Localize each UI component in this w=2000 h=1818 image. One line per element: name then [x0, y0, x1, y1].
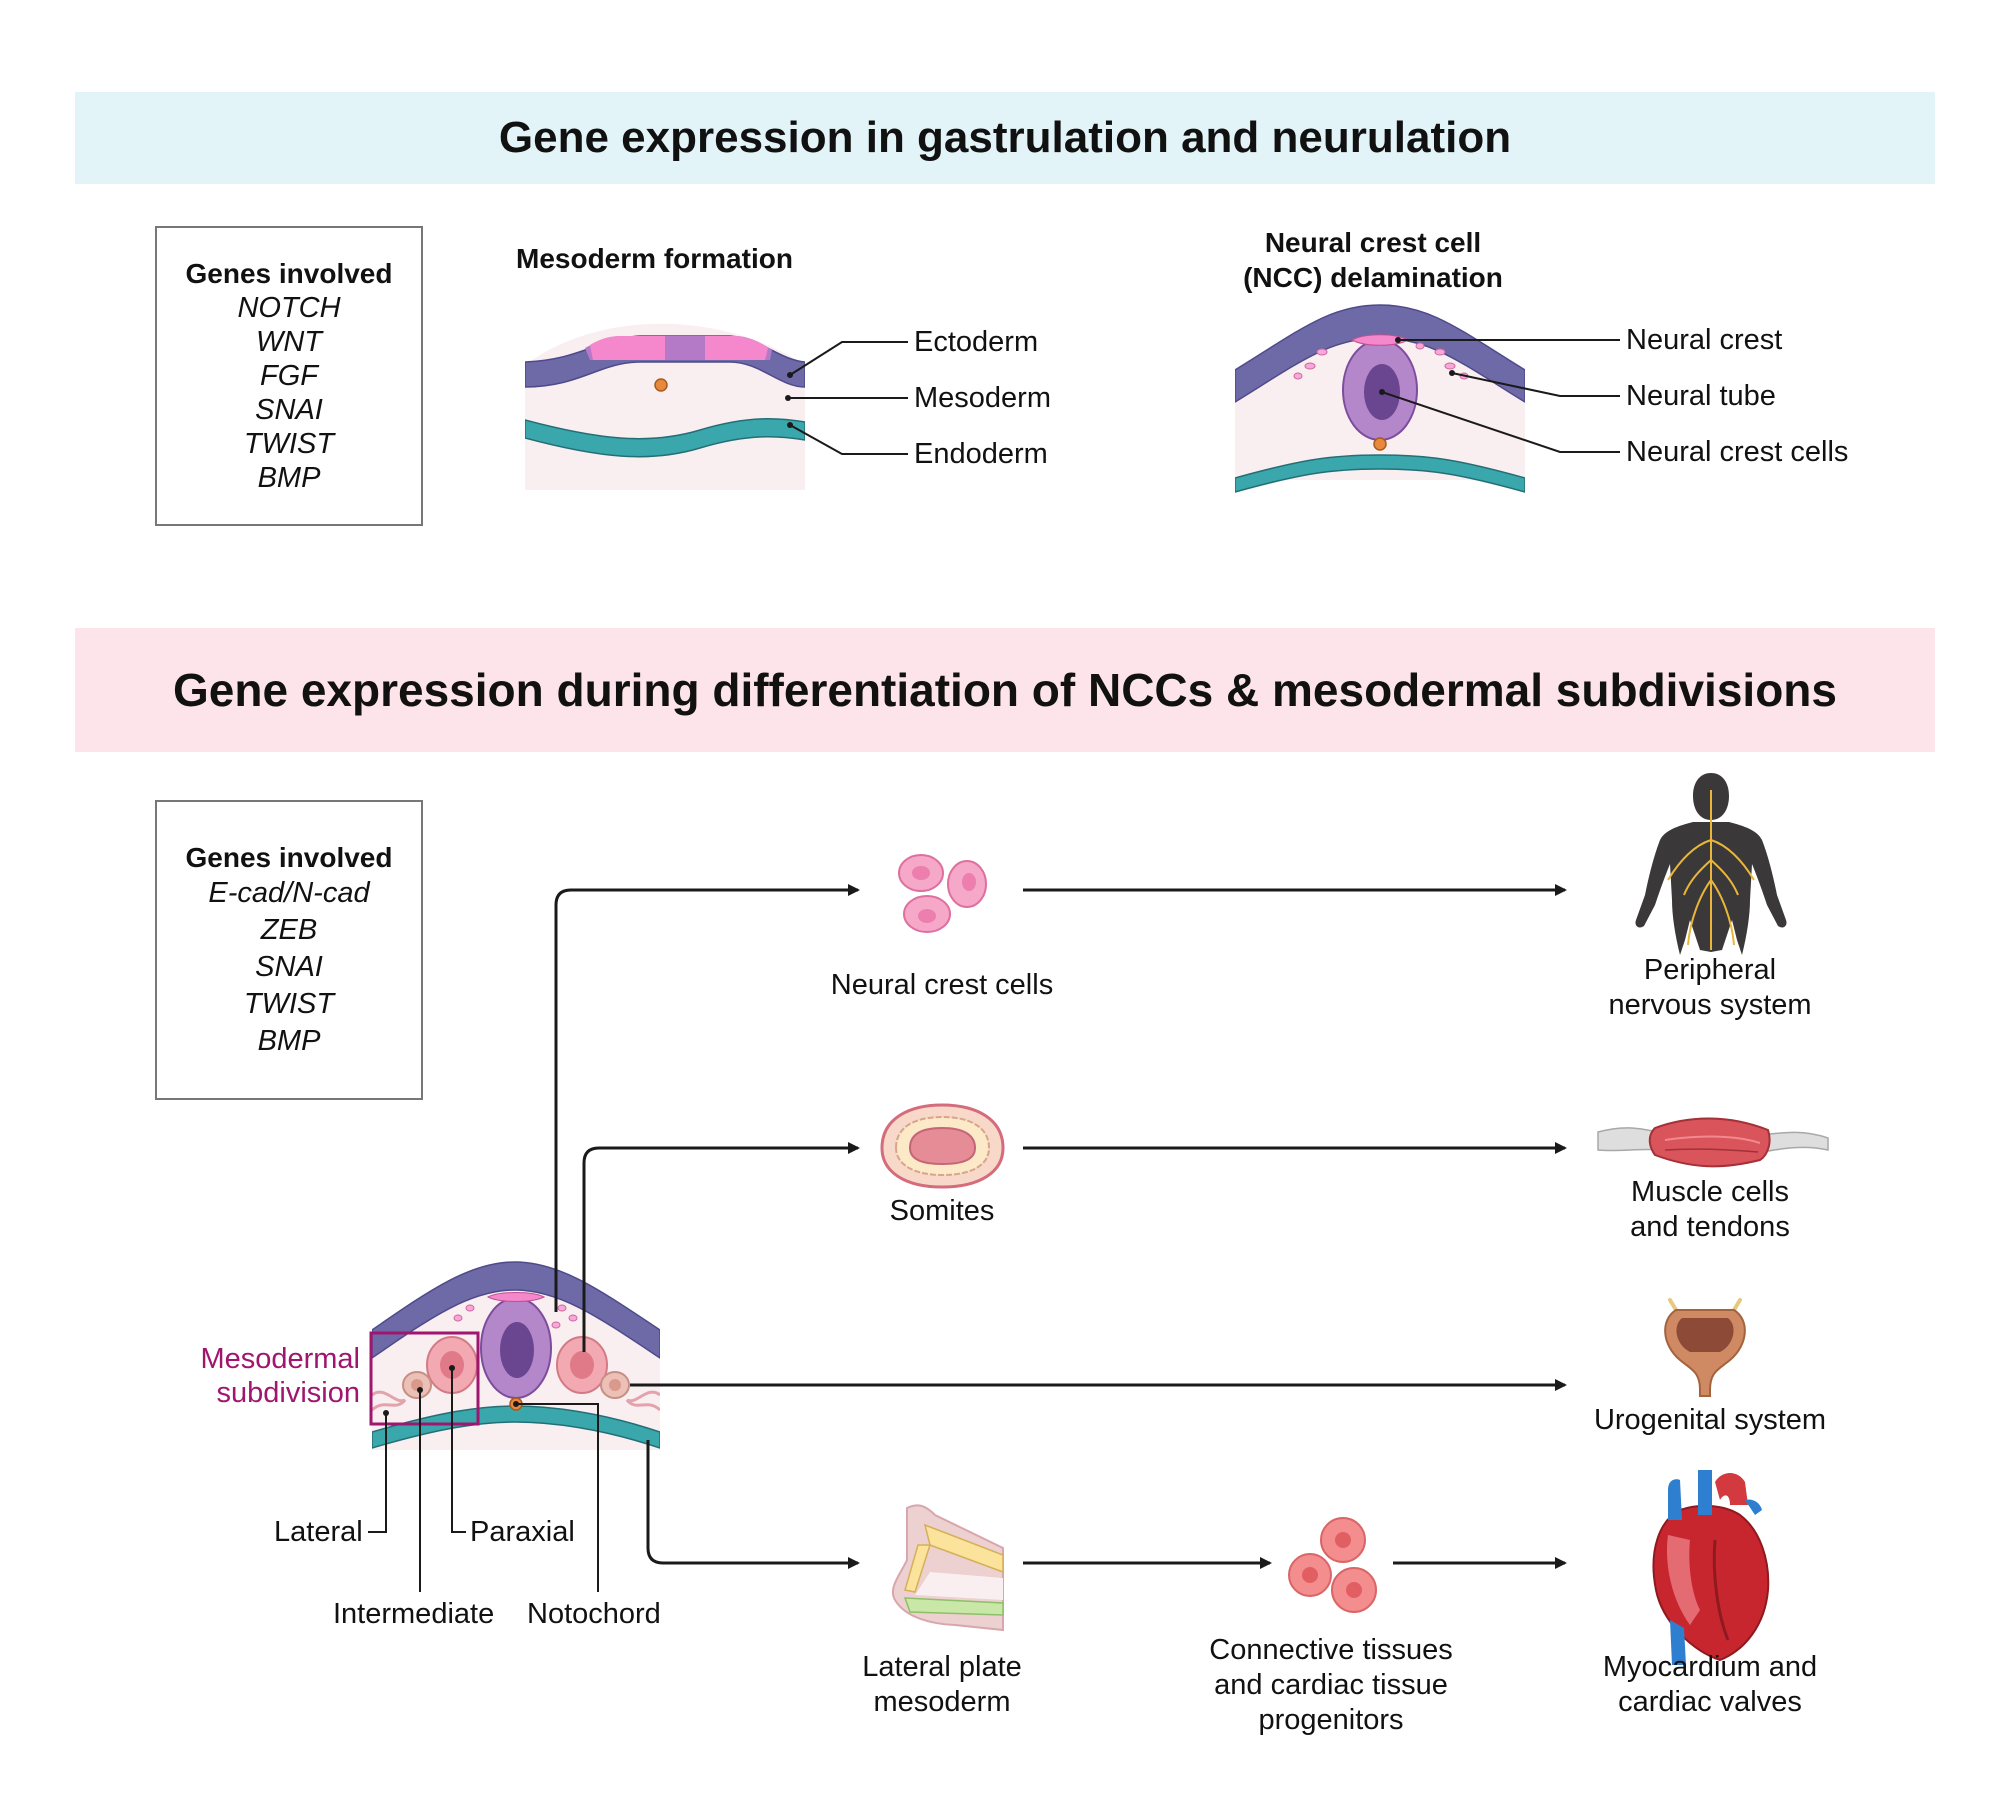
gene-item: NOTCH	[237, 292, 341, 324]
pns-label: Peripheral nervous system	[1608, 953, 1811, 1023]
lateral-label: Lateral	[274, 1516, 363, 1548]
ncc-endoderm-layer	[1235, 454, 1525, 493]
muscle-line2: and tendons	[1630, 1211, 1790, 1243]
lateral-plate-label: Lateral plate mesoderm	[862, 1650, 1022, 1720]
muscle-tendon-icon	[1597, 1117, 1829, 1168]
arrow-to-somites	[582, 1142, 860, 1352]
subdivision-line2: subdivision	[216, 1377, 360, 1409]
bottom-section-title: Gene expression during differentiation o…	[75, 628, 1935, 752]
urogenital-system-icon	[1664, 1298, 1746, 1397]
muscle-label: Muscle cells and tendons	[1630, 1175, 1790, 1245]
bottom-genes-box: Genes involved E-cad/N-cad ZEB SNAI TWIS…	[155, 800, 423, 1100]
endoderm-layer	[525, 418, 805, 458]
mesodermal-subdivision-box	[369, 1331, 480, 1426]
ncc-ectoderm-layer	[1235, 304, 1525, 403]
subdivision-leader-lines	[368, 1368, 599, 1592]
connective-line1: Connective tissues	[1209, 1634, 1453, 1666]
ncc-intermediate-label: Neural crest cells	[830, 969, 1054, 1001]
muscle-line1: Muscle cells	[1631, 1176, 1789, 1208]
intermediate-label: Intermediate	[333, 1598, 495, 1630]
pns-line2: nervous system	[1608, 989, 1812, 1021]
embryo-cross-section	[372, 1261, 660, 1450]
mesoderm-formation-illustration	[525, 323, 805, 490]
gene-item: TWIST	[243, 428, 335, 460]
ncc-leader-lines	[1381, 339, 1620, 453]
gene-item: SNAI	[255, 950, 323, 983]
heart-line2: cardiac valves	[1618, 1686, 1802, 1718]
top-genes-box: Genes involved NOTCH WNT FGF SNAI TWIST …	[155, 226, 423, 526]
human-nervous-system-icon	[1635, 773, 1787, 955]
mesoderm-formation-heading: Mesoderm formation	[516, 243, 793, 274]
top-section-title: Gene expression in gastrulation and neur…	[75, 92, 1935, 184]
gene-item: WNT	[255, 326, 323, 358]
connective-tissue-label: Connective tissues and cardiac tissue pr…	[1209, 1633, 1452, 1738]
heart-label: Myocardium and cardiac valves	[1603, 1650, 1817, 1720]
top-genes-heading: Genes involved	[185, 258, 393, 289]
gene-item: E-cad/N-cad	[208, 876, 370, 909]
mesoderm-cell	[654, 378, 668, 392]
connective-line2: and cardiac tissue	[1214, 1669, 1448, 1701]
lateral-plate-line2: mesoderm	[873, 1686, 1011, 1718]
connective-line3: progenitors	[1258, 1704, 1404, 1736]
gene-item: SNAI	[255, 394, 323, 426]
neural-crest-label: Neural crest	[1626, 324, 1783, 356]
pns-line1: Peripheral	[1643, 954, 1777, 986]
neural-crest-cells-label: Neural crest cells	[1626, 436, 1849, 468]
bottom-genes-heading: Genes involved	[185, 841, 393, 873]
ectoderm-label: Ectoderm	[914, 326, 1039, 358]
heart-icon	[1652, 1470, 1770, 1665]
gene-item: TWIST	[243, 987, 335, 1020]
neural-crest-cells-illustration	[898, 854, 987, 933]
gene-item: ZEB	[260, 913, 318, 946]
arrow-to-lateral-plate	[646, 1440, 860, 1569]
gene-item: BMP	[257, 462, 321, 494]
gene-item: FGF	[260, 360, 318, 392]
embryo-ectoderm	[372, 1261, 660, 1359]
somites-label: Somites	[889, 1195, 995, 1227]
notochord-label: Notochord	[527, 1598, 661, 1630]
ncc-delamination-illustration	[1235, 304, 1525, 493]
urogenital-label: Urogenital system	[1593, 1404, 1827, 1436]
gene-item: BMP	[257, 1024, 321, 1057]
mesodermal-subdivision-label: Mesodermal subdivision	[190, 1342, 360, 1410]
flow-arrows	[554, 884, 1567, 1569]
endoderm-label: Endoderm	[914, 438, 1048, 470]
lateral-plate-line1: Lateral plate	[862, 1651, 1022, 1683]
ncc-heading-line1: Neural crest cell	[1264, 227, 1482, 258]
somite-illustration	[880, 1103, 1005, 1189]
heart-line1: Myocardium and	[1602, 1651, 1818, 1683]
mesoderm-leader-lines	[788, 341, 908, 455]
connective-tissue-cells-illustration	[1288, 1517, 1377, 1613]
neural-tube-label: Neural tube	[1626, 380, 1776, 412]
ncc-delamination-heading: Neural crest cell (NCC) delamination	[1238, 225, 1508, 295]
notochord	[1373, 437, 1387, 451]
lateral-plate-illustration	[891, 1504, 1004, 1632]
paraxial-label: Paraxial	[470, 1516, 575, 1548]
mesoderm-label: Mesoderm	[914, 382, 1051, 414]
ncc-heading-line2: (NCC) delamination	[1243, 262, 1503, 293]
subdivision-line1: Mesodermal	[200, 1343, 360, 1375]
arrow-to-neural-crest-cells	[554, 884, 860, 1312]
